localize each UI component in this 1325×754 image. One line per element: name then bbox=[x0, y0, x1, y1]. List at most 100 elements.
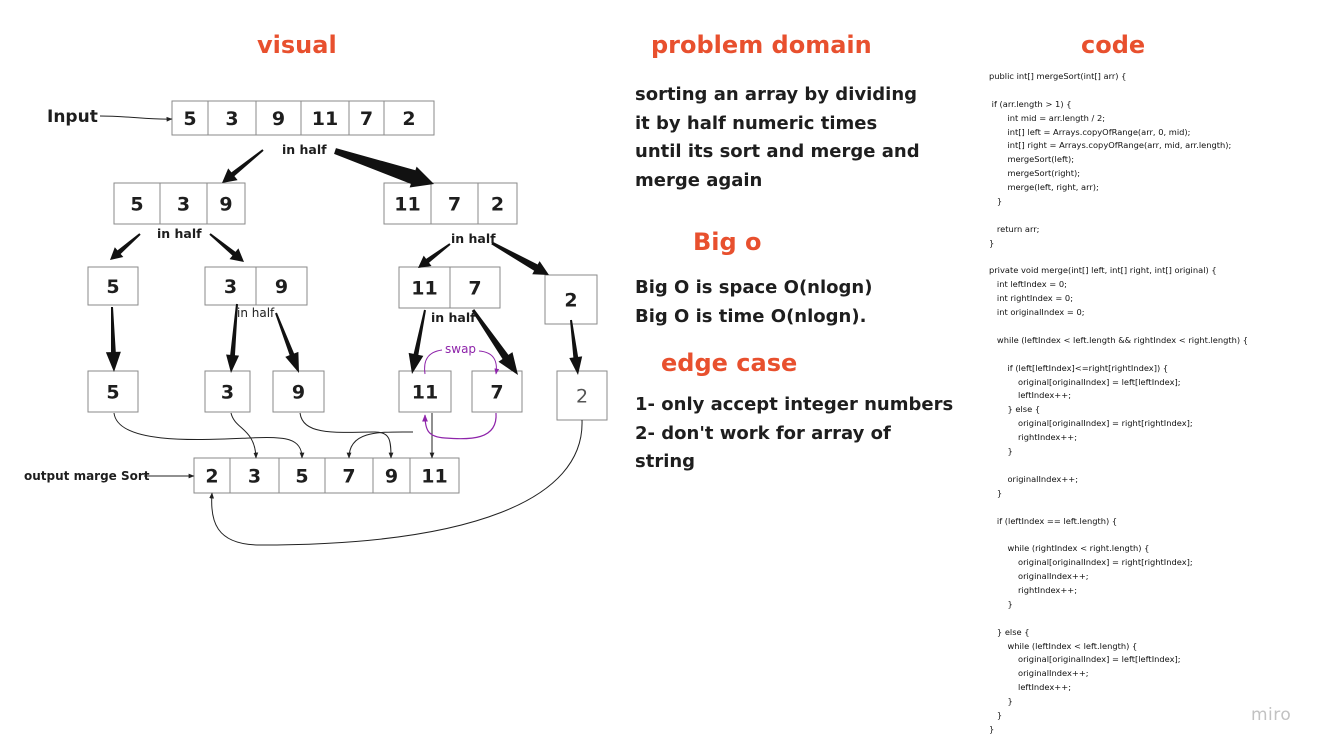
code-line bbox=[989, 251, 1248, 265]
code-line bbox=[989, 84, 1248, 98]
problem-domain-text: sorting an array by dividing it by half … bbox=[635, 81, 920, 195]
merge-connector-line bbox=[346, 431, 414, 459]
code-line: } bbox=[989, 709, 1003, 720]
code-line: } bbox=[989, 446, 1013, 457]
single-element-value: 5 bbox=[106, 382, 119, 404]
level2-array-d: 2 bbox=[544, 274, 598, 325]
array-cell-value: 3 bbox=[224, 276, 237, 298]
array-cell-value: 9 bbox=[385, 466, 398, 488]
code-line: } bbox=[989, 598, 1013, 609]
code-line: original[originalIndex] = right[rightInd… bbox=[989, 557, 1193, 568]
code-line bbox=[989, 501, 1248, 515]
level2-array-d-frame bbox=[544, 274, 598, 325]
code-line: int originalIndex = 0; bbox=[989, 307, 1085, 318]
array-cell-value: 3 bbox=[225, 108, 238, 130]
single-element-box: 7 bbox=[471, 370, 523, 413]
edge-case-text: 1- only accept integer numbers 2- don't … bbox=[635, 391, 953, 477]
array-cell-value: 2 bbox=[491, 194, 504, 216]
array-cell-value: 5 bbox=[183, 108, 196, 130]
code-line: original[originalIndex] = left[leftIndex… bbox=[989, 654, 1181, 665]
code-line: merge(left, right, arr); bbox=[989, 182, 1099, 193]
array-cell-value: 5 bbox=[106, 276, 119, 298]
single-element-box: 3 bbox=[204, 370, 251, 413]
code-line: public int[] mergeSort(int[] arr) { bbox=[989, 71, 1127, 81]
code-line: rightIndex++; bbox=[989, 584, 1078, 595]
split-arrow bbox=[275, 312, 299, 373]
array-cell-value: 7 bbox=[468, 278, 481, 300]
split-arrow bbox=[418, 243, 451, 268]
array-cell-value: 11 bbox=[421, 466, 447, 488]
single-element-box: 9 bbox=[272, 370, 325, 413]
code-line bbox=[989, 612, 1248, 626]
split-arrow bbox=[491, 241, 549, 275]
split-arrow bbox=[209, 233, 244, 262]
swap-arrow bbox=[424, 349, 443, 375]
big-o-heading: Big o bbox=[693, 228, 762, 256]
split-arrow bbox=[110, 233, 141, 260]
array-cell-value: 2 bbox=[564, 290, 577, 312]
code-line: } bbox=[989, 723, 995, 734]
code-line: originalIndex++; bbox=[989, 473, 1079, 484]
single-element-box: 2 bbox=[556, 370, 608, 421]
code-line: } else { bbox=[989, 626, 1030, 637]
code-line: int leftIndex = 0; bbox=[989, 279, 1067, 290]
split-arrow bbox=[408, 309, 426, 374]
array-cell-value: 11 bbox=[394, 194, 420, 216]
code-line: int rightIndex = 0; bbox=[989, 293, 1074, 304]
code-line: return arr; bbox=[989, 223, 1040, 234]
code-line: int mid = arr.length / 2; bbox=[989, 112, 1106, 123]
problem-domain-line: merge again bbox=[635, 169, 763, 191]
merge-connector-line bbox=[299, 412, 394, 459]
edge-case-line: string bbox=[635, 451, 696, 472]
code-line: } bbox=[989, 196, 1003, 207]
split-arrow bbox=[471, 309, 518, 375]
array-cell-value: 3 bbox=[248, 466, 261, 488]
code-line bbox=[989, 209, 1248, 223]
big-o-line: Big O is space O(nlogn) bbox=[635, 277, 873, 298]
single-element-frame bbox=[398, 370, 452, 413]
code-heading: code bbox=[1081, 31, 1146, 59]
problem-domain-heading: problem domain bbox=[651, 31, 872, 59]
merge-connector-line bbox=[230, 412, 259, 459]
code-line bbox=[989, 459, 1248, 473]
single-element-box: 5 bbox=[87, 370, 139, 413]
single-element-frame bbox=[272, 370, 325, 413]
level2-array-a-frame bbox=[87, 266, 139, 306]
split-arrow bbox=[105, 306, 121, 372]
merge-connector-line bbox=[113, 412, 305, 459]
code-line: originalIndex++; bbox=[989, 571, 1089, 582]
code-line: leftIndex++; bbox=[989, 390, 1071, 401]
single-element-box: 11 bbox=[398, 370, 452, 413]
code-line: if (left[leftIndex]<=right[rightIndex]) … bbox=[989, 362, 1169, 373]
array-cell-value: 2 bbox=[402, 108, 415, 130]
code-line: mergeSort(right); bbox=[989, 168, 1081, 179]
swap-arrow bbox=[478, 350, 500, 375]
in-half-label-mid: in half bbox=[237, 306, 275, 320]
level2-array-a: 5 bbox=[87, 266, 139, 306]
code-line: } bbox=[989, 696, 1013, 707]
array-cell-value: 5 bbox=[295, 466, 308, 488]
array-cell-value: 5 bbox=[130, 194, 143, 216]
array-cell-value: 9 bbox=[272, 108, 285, 130]
single-element-frame bbox=[87, 370, 139, 413]
input-pointer-arrow bbox=[99, 115, 173, 122]
single-element-value: 3 bbox=[221, 382, 234, 404]
code-line: while (leftIndex < left.length && rightI… bbox=[989, 334, 1249, 345]
edge-case-line: 1- only accept integer numbers bbox=[635, 394, 954, 415]
single-element-value: 11 bbox=[412, 382, 438, 404]
code-line: rightIndex++; bbox=[989, 432, 1078, 443]
code-line: originalIndex++; bbox=[989, 668, 1089, 679]
in-half-label-top: in half bbox=[282, 142, 327, 157]
split-arrow bbox=[226, 303, 240, 373]
code-line: original[originalIndex] = left[leftIndex… bbox=[989, 376, 1181, 387]
code-line: while (rightIndex < right.length) { bbox=[989, 543, 1150, 554]
single-element-value: 7 bbox=[490, 382, 503, 404]
output-array-frame bbox=[193, 457, 460, 494]
code-line bbox=[989, 348, 1248, 362]
